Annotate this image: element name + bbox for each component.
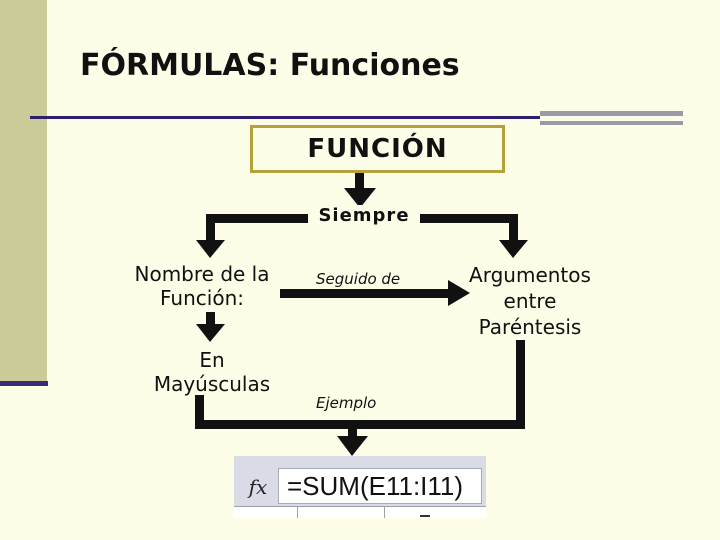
argumentos-label: Argumentos entre Paréntesis	[450, 262, 610, 340]
title-divider-accent-top	[540, 111, 683, 116]
left-band-accent	[0, 381, 48, 386]
arrow-seguido-de	[280, 280, 470, 306]
nombre-funcion-text: Nombre de la Función:	[134, 262, 270, 310]
funcion-box: FUNCIÓN	[250, 125, 505, 173]
mayusculas-label: En Mayúsculas	[132, 348, 292, 396]
left-decorative-band	[0, 0, 47, 386]
argumentos-text: Argumentos entre Paréntesis	[469, 263, 591, 339]
nombre-funcion-label: Nombre de la Función:	[112, 262, 292, 310]
grid-line	[384, 507, 385, 518]
grid-line	[297, 507, 298, 518]
arrow-funcion-down	[344, 173, 376, 208]
title-divider-accent-bottom	[540, 121, 683, 125]
seguido-de-label: Seguido de	[316, 270, 401, 288]
arrow-nombre-to-mayusculas	[196, 312, 225, 342]
siempre-label: Siempre	[308, 205, 420, 226]
fx-icon[interactable]: fx	[248, 475, 268, 499]
slide-title: FÓRMULAS: Funciones	[80, 48, 460, 83]
grid-marker	[420, 515, 430, 517]
bracket-ejemplo	[195, 340, 525, 456]
ejemplo-label: Ejemplo	[316, 394, 377, 412]
spreadsheet-grid-strip	[234, 506, 486, 518]
formula-bar-screenshot: fx =SUM(E11:I11)	[234, 456, 486, 518]
formula-input[interactable]: =SUM(E11:I11)	[278, 468, 482, 504]
title-divider	[30, 116, 540, 119]
mayusculas-text: En Mayúsculas	[153, 348, 271, 396]
